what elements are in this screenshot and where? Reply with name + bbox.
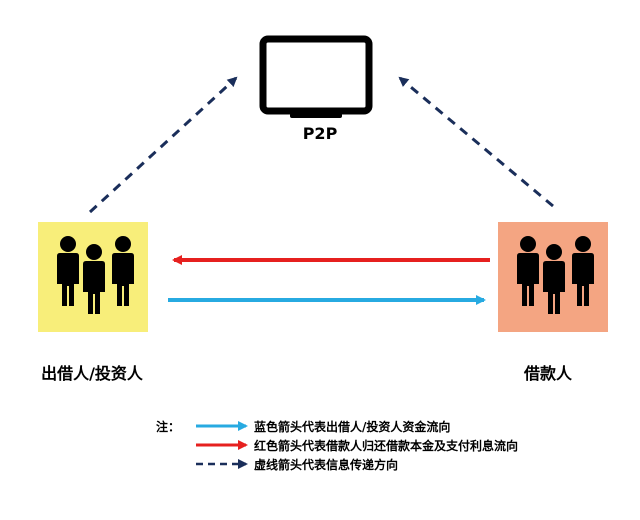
- legend-dashed-text: 虚线箭头代表信息传递方向: [254, 458, 399, 472]
- monitor-icon: [259, 35, 373, 118]
- legend-blue-text: 蓝色箭头代表出借人/投资人资金流向: [254, 420, 451, 434]
- lender-info-arrow: [88, 76, 238, 214]
- borrower-label: 借款人: [523, 364, 572, 383]
- legend-note-label: 注：: [156, 420, 181, 434]
- legend-red-text: 红色箭头代表借款人归还借款本金及支付利息流向: [254, 439, 519, 453]
- lender-label: 出借人/投资人: [41, 364, 143, 383]
- borrower-info-arrow: [398, 76, 554, 208]
- platform-label: P2P: [302, 124, 338, 143]
